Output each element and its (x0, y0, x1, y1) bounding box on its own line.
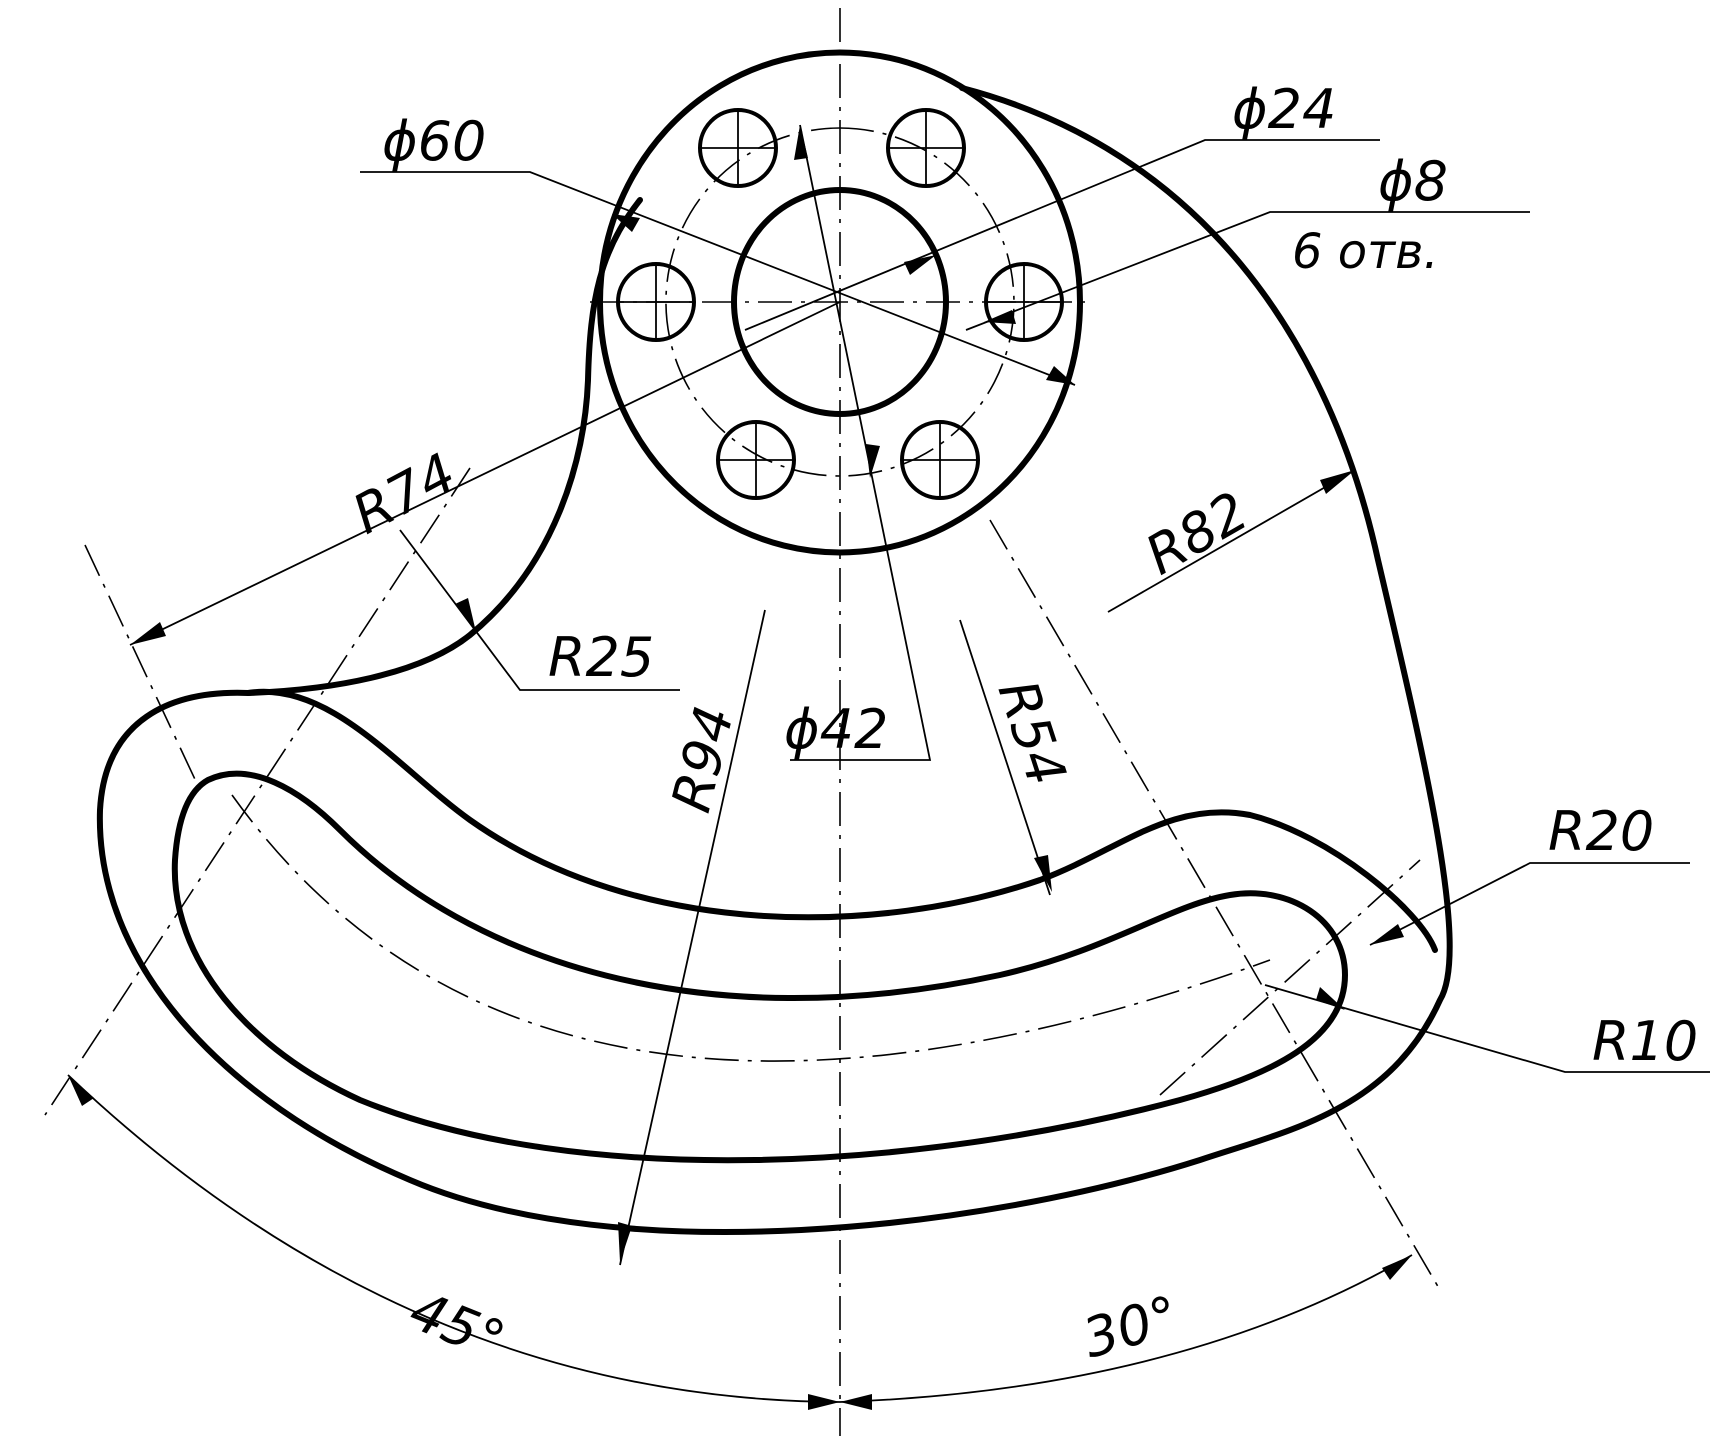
arrow-phi42-bot (866, 444, 880, 478)
outer-profile (96, 85, 1453, 1236)
label-r94: R94 (659, 700, 746, 818)
arrow-phi42-top (794, 125, 808, 160)
axis-left-45 (44, 467, 471, 1116)
arrow-45-end (808, 1394, 840, 1410)
small-hole-6 (900, 420, 980, 500)
arrow-30-start (840, 1394, 872, 1410)
part-outline (96, 49, 1453, 1236)
dim-line-phi42 (790, 124, 932, 761)
slot-outer (245, 688, 1438, 953)
dim-arc-45 (67, 1074, 841, 1403)
small-hole-1 (698, 108, 778, 188)
dim-line-r54 (959, 619, 1051, 896)
arrow-r10 (1316, 987, 1345, 1010)
bore-circle (731, 187, 949, 417)
label-r74: R74 (343, 441, 466, 546)
dim-line-r94 (619, 609, 766, 1266)
dim-line-r10 (1264, 984, 1710, 1073)
dim-line-r74 (129, 301, 841, 646)
arrow-45-start (68, 1075, 94, 1106)
arrow-phi24 (904, 255, 936, 275)
bore (731, 187, 949, 417)
label-r54: R54 (986, 673, 1079, 794)
label-r20: R20 (1548, 800, 1654, 863)
arrow-phi60-b (1046, 366, 1075, 385)
small-hole-3 (616, 262, 696, 342)
axis-right-ext (1159, 859, 1421, 1096)
slot-center-arc (231, 794, 1271, 1062)
label-r10: R10 (1592, 1010, 1698, 1073)
label-phi42: ϕ42 (784, 698, 888, 761)
dim-line-r25 (399, 529, 680, 691)
small-hole-5 (716, 420, 796, 500)
slot-inner (171, 770, 1348, 1164)
hub-outer-circle (597, 49, 1083, 556)
axis-left-ext (84, 544, 201, 791)
dim-line-phi60 (360, 171, 1076, 386)
center-lines (44, 8, 1441, 1436)
label-phi8: ϕ8 (1378, 150, 1448, 213)
arrow-r20 (1370, 924, 1404, 945)
dim-line-phi8 (965, 211, 1530, 331)
label-phi24: ϕ24 (1232, 78, 1336, 141)
dim-line-r20 (1369, 862, 1690, 946)
arrow-phi60-a (612, 214, 640, 232)
dim-arc-30 (839, 1254, 1413, 1403)
label-r82: R82 (1135, 480, 1259, 588)
arrow-phi8 (984, 310, 1016, 324)
arrow-r25 (455, 598, 476, 632)
arrow-r94 (618, 1222, 632, 1262)
label-45-deg: 45° (401, 1279, 513, 1373)
arrow-30-end (1382, 1255, 1412, 1280)
bolt-circle (665, 127, 1015, 477)
dim-line-phi24 (744, 139, 1380, 331)
arrow-r82 (1320, 470, 1355, 494)
dim-line-r82 (1107, 469, 1356, 613)
dimension-lines (67, 124, 1710, 1410)
label-phi60: ϕ60 (382, 110, 486, 173)
arrow-r74 (130, 622, 166, 645)
small-hole-2 (886, 108, 966, 188)
dimension-labels: ϕ60 ϕ24 ϕ8 6 отв. ϕ42 R74 R25 R94 R54 R8… (343, 78, 1699, 1373)
small-hole-4 (984, 262, 1064, 342)
label-r25: R25 (548, 626, 654, 689)
arrow-r54 (1034, 855, 1052, 892)
label-30-deg: 30° (1076, 1284, 1185, 1371)
axis-right-30 (989, 519, 1441, 1291)
small-holes (616, 108, 1064, 500)
label-6-holes: 6 отв. (1292, 224, 1439, 280)
